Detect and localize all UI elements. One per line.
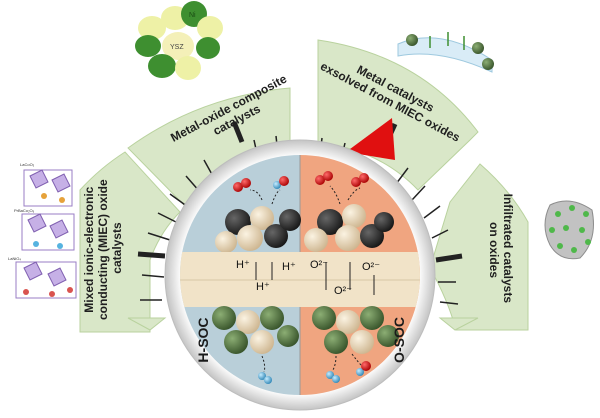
ion-labels: H⁺ H⁺ H⁺ O²⁻ O²⁻ O²⁻ (236, 259, 380, 297)
crystal-label: PrBaCo₂O₆ (14, 208, 35, 213)
perovskite-structures-illustration: LaCoO₃ PrBaCo₂O₆ LaNiO₄ (8, 162, 77, 299)
ion-arrows (255, 262, 375, 295)
o2-molecule-atom (233, 182, 243, 192)
gauge-tick (435, 253, 463, 263)
o-soc-label: O-SOC (391, 317, 407, 363)
ni-ysz-particles-illustration: Ni YSZ (135, 1, 223, 80)
gauge-tick (431, 229, 449, 239)
arc-segment-infiltrated (429, 163, 529, 331)
o2-molecule-atom (241, 178, 251, 188)
arc-label-line: Mixed ionic-electronic (82, 186, 96, 312)
h2-molecule-atom (332, 375, 340, 383)
h2o-molecule-atom (361, 361, 371, 371)
arc-label-line: conducting (MIEC) oxide (96, 179, 110, 320)
gas-flow-arrows (249, 185, 363, 373)
gauge-tick (423, 205, 441, 219)
infiltrated-catalyst-illustration (544, 200, 594, 260)
o2-molecule-atom (315, 175, 325, 185)
gauge-tick (395, 167, 409, 185)
h2o-molecule-atom (279, 176, 289, 186)
gauge-tick (231, 121, 245, 143)
gauge-tick (147, 232, 171, 241)
gauge-tick (157, 212, 179, 224)
crystal-structure-3: LaNiO₄ (8, 256, 77, 299)
h-ion: H⁺ (236, 259, 250, 271)
h-soc-label: H-SOC (195, 317, 211, 362)
arc-label-miec: Mixed ionic-electronic conducting (MIEC)… (82, 176, 124, 320)
o-ion: O²⁻ (362, 261, 380, 273)
crystal-label: LaCoO₃ (20, 162, 35, 167)
gauge-pointer (346, 118, 395, 160)
bottom-electrode (212, 306, 399, 354)
exsolved-catalyst-illustration (397, 32, 494, 73)
o-ion: O²⁻ (310, 259, 328, 271)
gas-molecules (233, 171, 371, 384)
h-ion: H⁺ (282, 261, 296, 273)
arc-label-line: on oxides (487, 222, 501, 278)
h2o-molecule-atom (273, 181, 281, 189)
h2-molecule-atom (326, 371, 334, 379)
crystal-structure-1: LaCoO₃ (20, 162, 73, 207)
h-ion: H⁺ (256, 281, 270, 293)
h2-molecule-atom (258, 372, 266, 380)
crystal-label: LaNiO₄ (8, 256, 21, 261)
gauge-tick (411, 185, 426, 201)
o2-molecule-atom (351, 177, 361, 187)
arc-label-infiltrated: Infiltrated catalysts on oxides (487, 194, 515, 307)
arc-label-line: catalysts (110, 222, 124, 274)
h2-molecule-atom (264, 376, 272, 384)
gauge-tick (141, 274, 165, 278)
arc-arrow-left (127, 317, 167, 331)
arc-label-line: Infiltrated catalysts (501, 194, 515, 304)
h2o-molecule-atom (356, 368, 364, 376)
ni-label: Ni (189, 12, 196, 19)
ysz-label: YSZ (170, 44, 184, 51)
gauge-tick (439, 301, 459, 305)
o2-molecule-atom (359, 173, 369, 183)
top-electrode (215, 204, 394, 253)
o-ion: O²⁻ (334, 285, 352, 297)
o2-molecule-atom (323, 171, 333, 181)
crystal-structure-2: PrBaCo₂O₆ (14, 208, 75, 251)
gauge-tick (137, 251, 166, 259)
arc-arrow-right (438, 317, 479, 331)
